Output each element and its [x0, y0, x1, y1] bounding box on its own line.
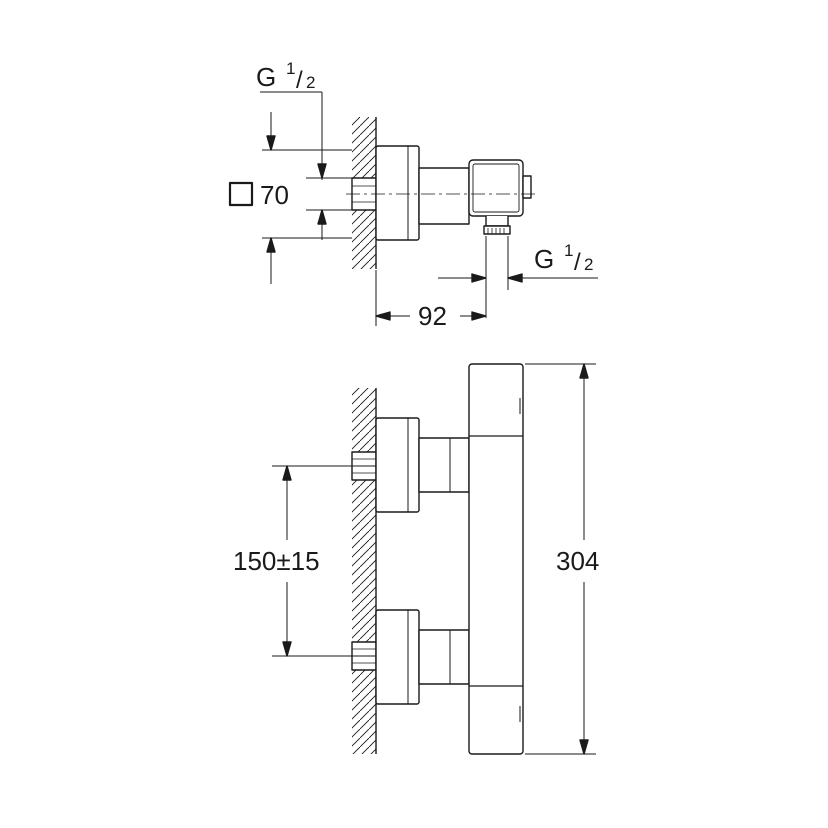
front-view: 150±15 304	[233, 363, 599, 755]
mixer-body-front	[468, 363, 524, 755]
height-label: 304	[556, 546, 599, 576]
connector-stem-lower	[418, 629, 470, 685]
mixer-stem-top	[418, 167, 470, 225]
thread-outlet-slash: /	[574, 249, 581, 276]
square-size-label: 70	[260, 180, 289, 210]
top-view: G 1 / 2 70 G 1 / 2 92	[228, 59, 598, 331]
thread-top-den: 2	[306, 73, 315, 92]
thread-top-slash: /	[296, 67, 303, 94]
escutcheon-lower	[375, 609, 420, 705]
outlet-nozzle	[485, 216, 509, 227]
square-symbol-icon	[228, 181, 254, 207]
thread-outlet-letter: G	[534, 244, 554, 274]
connector-stem-upper	[418, 437, 470, 493]
mixer-cap-top	[522, 175, 532, 199]
thread-outlet-den: 2	[584, 255, 593, 274]
thread-top-letter: G	[256, 62, 276, 92]
wall-hatch-front	[352, 388, 376, 754]
thread-top-num: 1	[286, 59, 295, 78]
escutcheon-upper	[375, 417, 420, 513]
escutcheon-top	[375, 145, 420, 241]
depth-label: 92	[418, 301, 447, 331]
mixer-body-top	[468, 159, 524, 217]
thread-outlet-num: 1	[564, 241, 573, 260]
centre-distance-label: 150±15	[233, 546, 320, 576]
